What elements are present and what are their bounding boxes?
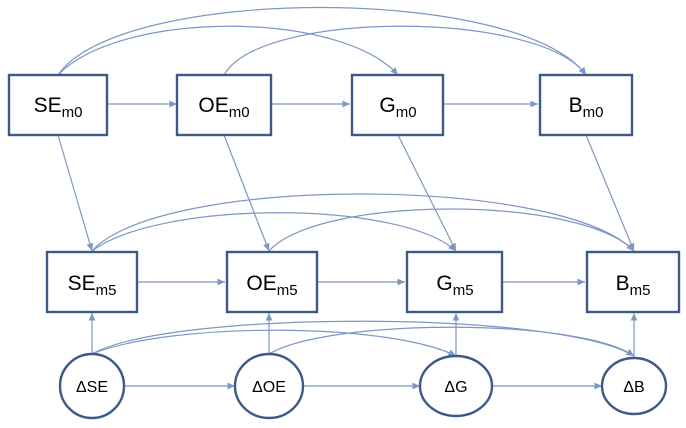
arc-doe-db <box>268 326 635 357</box>
svg-text:Gm0: Gm0 <box>379 94 416 121</box>
arc-oe5-b5 <box>268 208 635 252</box>
arc-se5-b5 <box>91 193 635 252</box>
svg-text:OEm0: OEm0 <box>198 94 249 121</box>
svg-text:Bm5: Bm5 <box>616 272 651 299</box>
edge-b0-b5 <box>585 134 635 252</box>
svg-text:ΔG: ΔG <box>444 379 467 396</box>
node-oe-m5: OEm5 <box>225 250 319 314</box>
node-se-m5: SEm5 <box>45 250 139 314</box>
arc-dse-dg <box>91 329 457 357</box>
node-se-m0: SEm0 <box>7 73 109 137</box>
arc-oe0-b0 <box>223 25 587 76</box>
node-g-m5: Gm5 <box>405 250 504 314</box>
svg-text:OEm5: OEm5 <box>246 272 297 299</box>
edge-g0-g5 <box>397 134 457 252</box>
arc-dse-db <box>91 320 635 357</box>
svg-text:Bm0: Bm0 <box>569 94 604 121</box>
svg-text:SEm0: SEm0 <box>34 94 83 121</box>
arc-se5-g5 <box>91 212 457 252</box>
node-delta-se: ΔSE <box>58 352 126 420</box>
node-oe-m0: OEm0 <box>175 73 273 137</box>
node-delta-oe: ΔOE <box>233 352 305 420</box>
node-g-m0: Gm0 <box>350 73 445 137</box>
node-delta-g: ΔG <box>418 354 494 418</box>
arc-se0-g0 <box>57 25 399 76</box>
node-delta-b: ΔB <box>600 356 668 416</box>
edges <box>57 7 638 390</box>
svg-text:SEm5: SEm5 <box>68 272 117 299</box>
svg-text:ΔOE: ΔOE <box>252 379 286 396</box>
arc-se0-b0 <box>57 7 587 76</box>
node-b-m5: Bm5 <box>585 250 681 314</box>
svg-text:Gm5: Gm5 <box>436 272 473 299</box>
edge-se0-se5 <box>57 134 94 252</box>
edge-oe0-oe5 <box>223 134 270 252</box>
node-b-m0: Bm0 <box>538 73 634 137</box>
svg-text:ΔB: ΔB <box>623 379 644 396</box>
svg-text:ΔSE: ΔSE <box>76 379 108 396</box>
